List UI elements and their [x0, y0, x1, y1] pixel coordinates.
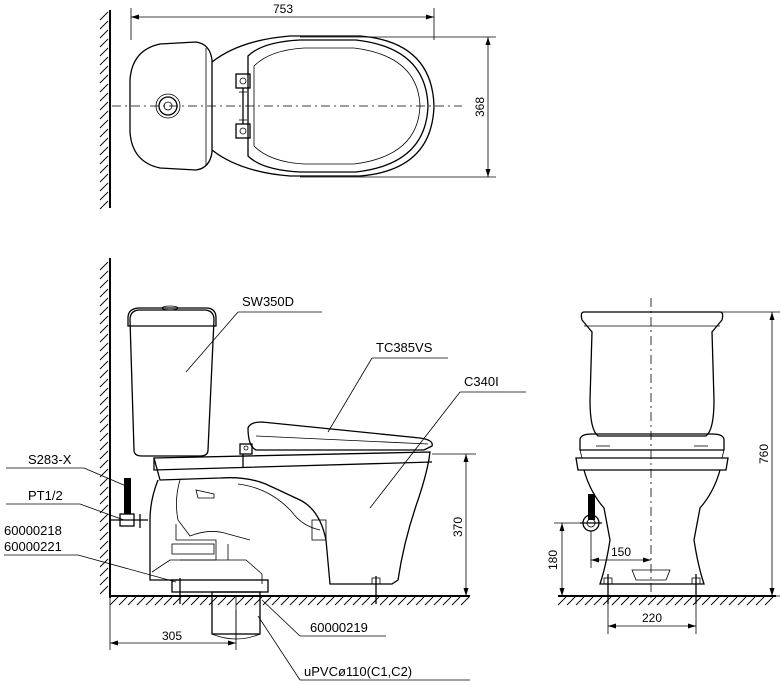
top-view: 753 368 [99, 2, 496, 210]
label-seat: TC385VS [376, 340, 433, 355]
side-leaders: SW350D TC385VS C340I S283-X PT1/2 600002… [4, 294, 526, 681]
front-bolts [603, 574, 701, 604]
front-inlet-offset-value: 150 [611, 545, 631, 559]
side-floor [109, 595, 470, 606]
label-part-a: 60000218 [4, 523, 62, 538]
front-bolt-spacing-dimension: 220 [607, 604, 697, 634]
top-bowl-outline [211, 35, 435, 177]
front-view: 760 180 150 220 [546, 298, 780, 634]
front-tank-outline [580, 311, 724, 437]
top-wall [99, 10, 111, 210]
label-stop-valve: S283-X [28, 452, 72, 467]
label-bowl: C340I [464, 374, 499, 389]
top-length-value: 753 [273, 2, 293, 16]
label-thread: PT1/2 [28, 488, 63, 503]
side-stop-valve [110, 478, 148, 528]
side-view: 370 305 SW350D TC385VS C340I S283-X [4, 258, 526, 681]
label-tank: SW350D [242, 294, 294, 309]
front-height-value: 760 [757, 444, 771, 464]
front-stop-valve [580, 494, 602, 532]
front-seat-outline [579, 433, 725, 451]
front-bolt-spacing-value: 220 [642, 611, 662, 625]
side-height-value: 370 [451, 517, 465, 537]
side-roughin-dimension: 305 [109, 598, 237, 650]
label-flange: 60000219 [310, 620, 368, 635]
front-inlet-height-value: 180 [546, 550, 560, 570]
top-width-value: 368 [473, 97, 487, 117]
side-roughin-value: 305 [162, 629, 182, 643]
side-height-dimension: 370 [432, 453, 476, 596]
top-length-dimension: 753 [130, 2, 435, 40]
top-width-dimension: 368 [300, 36, 496, 178]
front-floor [557, 595, 776, 606]
front-height-dimension: 760 [704, 311, 780, 597]
side-tank-outline [129, 309, 215, 457]
side-bowl-outline [153, 451, 431, 585]
front-inlet-offset-dimension: 150 [590, 531, 651, 568]
top-seat-hinge [235, 73, 251, 139]
front-bowl-outline [575, 457, 729, 471]
label-pipe: uPVCø110(C1,C2) [304, 664, 412, 679]
side-seat [239, 421, 433, 468]
label-part-b: 60000221 [4, 539, 62, 554]
top-seat-outline [247, 39, 429, 173]
side-wall [99, 258, 111, 598]
front-inlet-height-dimension: 180 [546, 522, 584, 596]
top-tank-outline [129, 41, 213, 171]
